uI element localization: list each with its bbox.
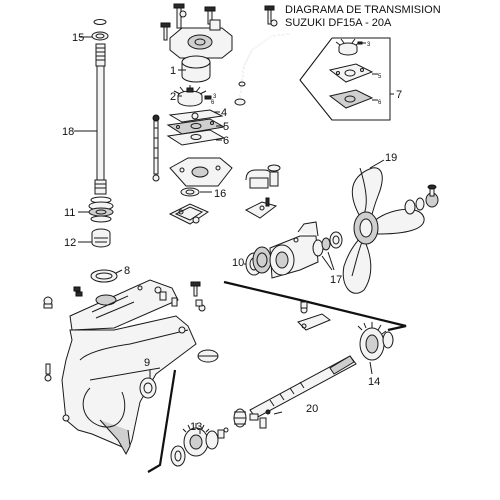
title-line-1: DIAGRAMA DE TRANSMISION [285, 4, 441, 16]
propeller [342, 159, 439, 294]
impeller [173, 85, 207, 107]
impeller-kit-inset [299, 37, 394, 121]
diagram-title: DIAGRAMA DE TRANSMISION SUZUKI DF15A - 2… [285, 4, 441, 29]
inset-callout-3: 3 [367, 42, 371, 48]
callout-15: 15 [72, 32, 84, 44]
water-pump-assembly [152, 3, 233, 225]
section-divider-lines [147, 280, 407, 473]
callout-9: 9 [144, 357, 150, 369]
callout-16: 16 [214, 188, 226, 200]
callout-7: 7 [396, 89, 402, 101]
callout-19: 19 [385, 152, 397, 164]
callout-5: 5 [223, 121, 229, 133]
callout-10: 10 [232, 257, 244, 269]
driveshaft-assembly [74, 19, 114, 248]
inset-callout-6: 6 [378, 100, 382, 106]
callout-3-small: 3 [213, 94, 217, 100]
water-grommets [245, 164, 281, 189]
callout-18: 18 [62, 126, 74, 138]
callout-12: 12 [64, 237, 76, 249]
callout-4: 4 [221, 107, 227, 119]
gearcase [43, 269, 219, 456]
callout-1: 1 [170, 65, 176, 77]
callout-20: 20 [306, 403, 318, 415]
callout-17: 17 [330, 274, 342, 286]
callout-6: 6 [223, 135, 229, 147]
callout-2: 2 [170, 91, 176, 103]
inset-callout-5: 5 [378, 74, 382, 80]
callout-8: 8 [124, 265, 130, 277]
reverse-gear [170, 423, 219, 467]
water-tube [234, 5, 291, 106]
propeller-shaft [249, 355, 357, 419]
forward-gear [357, 322, 394, 375]
clutch-dog [217, 408, 283, 439]
prop-shaft-housing [244, 221, 343, 279]
callout-11: 11 [64, 207, 75, 219]
callout-14: 14 [368, 376, 380, 388]
callout-6-small: 6 [211, 100, 215, 106]
callout-labels: 15 18 11 12 1 2 6 3 4 5 6 16 3 5 6 7 19 … [62, 32, 402, 433]
pump-bolts [160, 3, 216, 41]
title-line-2: SUZUKI DF15A - 20A [285, 17, 392, 29]
anode-plate [244, 197, 278, 219]
shift-parts [297, 301, 331, 331]
callout-13: 13 [190, 421, 202, 433]
